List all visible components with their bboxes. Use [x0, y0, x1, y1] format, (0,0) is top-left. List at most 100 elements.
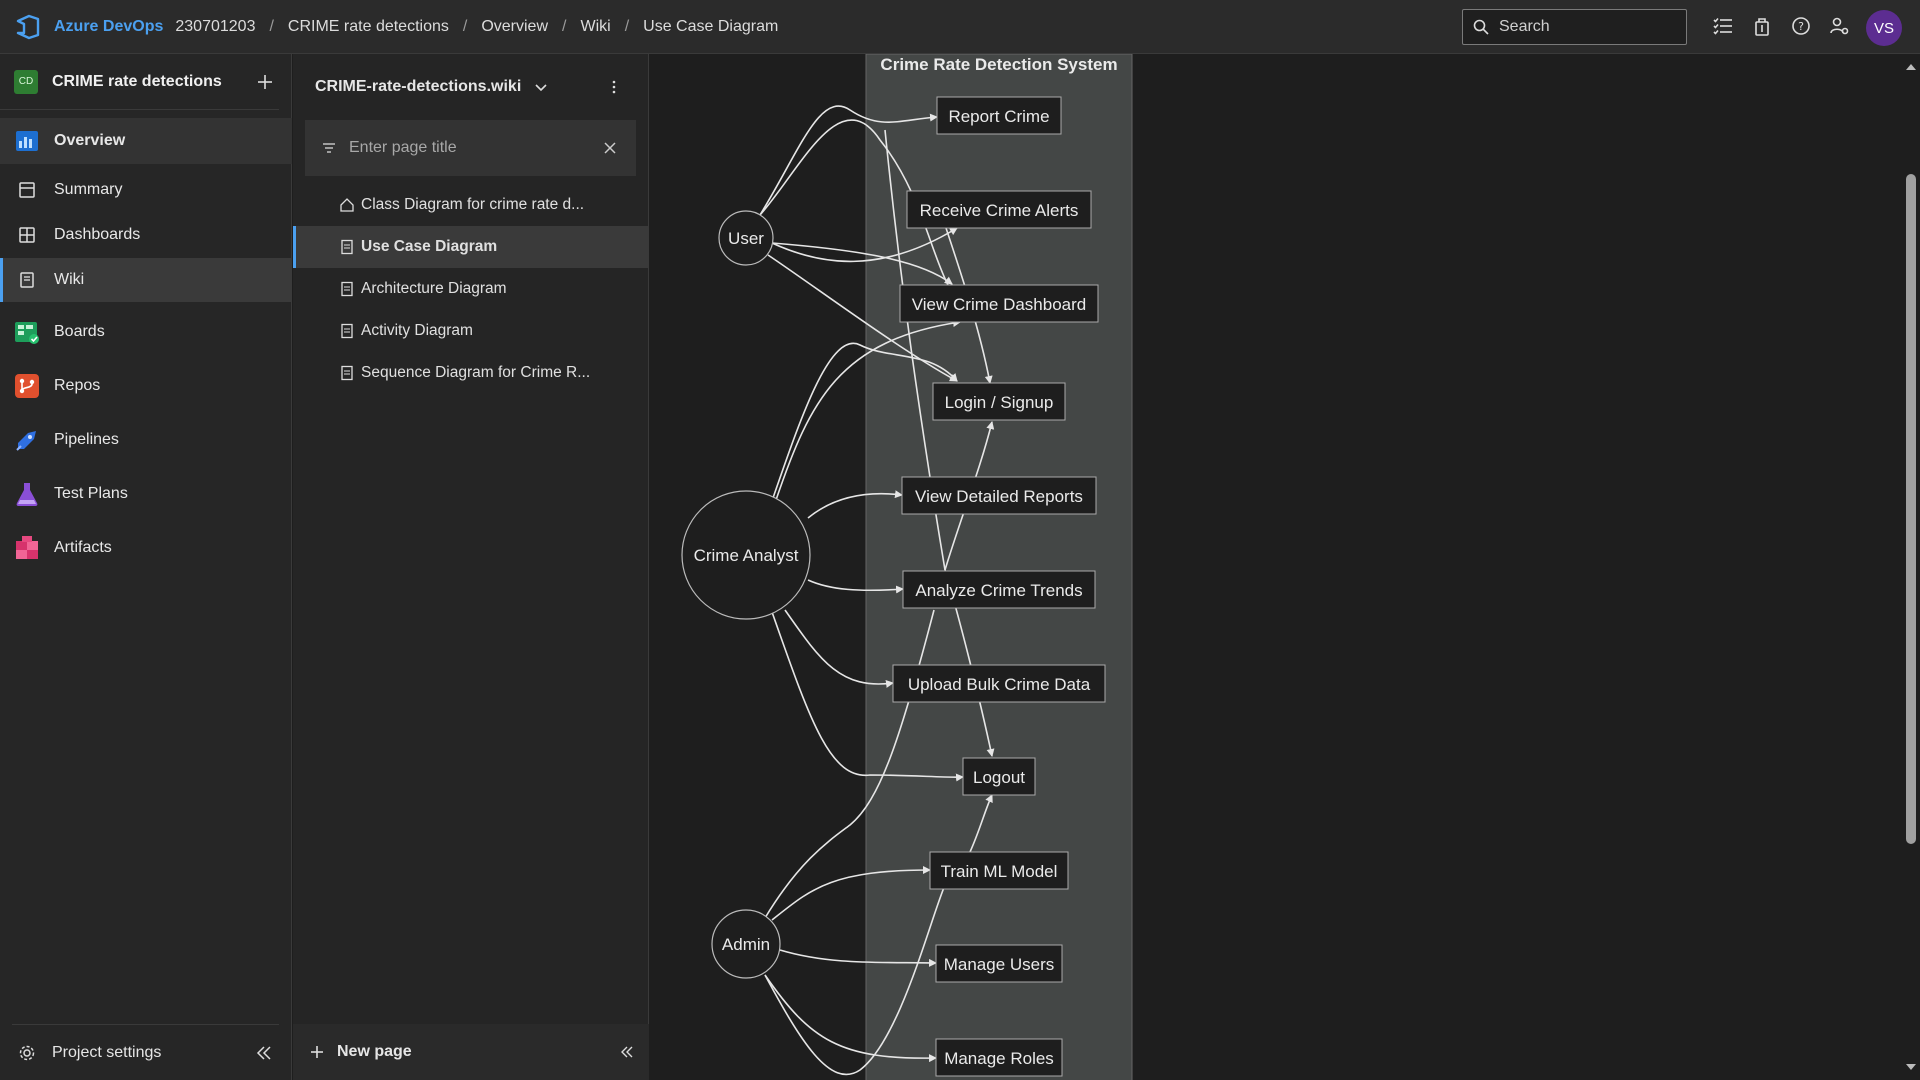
sidebar-item-overview[interactable]: Overview — [0, 118, 292, 164]
more-options-icon[interactable] — [606, 79, 622, 95]
plus-icon — [311, 1046, 323, 1058]
actor-user[interactable]: User — [718, 210, 774, 266]
sidebar-item-repos[interactable]: Repos — [0, 360, 292, 412]
connector — [764, 884, 946, 1076]
usecase-label: Analyze Crime Trends — [915, 581, 1082, 600]
scroll-down-arrow-icon[interactable] — [1902, 1060, 1920, 1074]
usecase-view-detailed-reports[interactable]: View Detailed Reports — [901, 476, 1097, 515]
usecase-upload-bulk-crime-data[interactable]: Upload Bulk Crime Data — [892, 664, 1106, 703]
sidebar-item-label: Dashboards — [54, 226, 141, 243]
project-settings-label: Project settings — [52, 1043, 162, 1061]
usecase-label: Receive Crime Alerts — [920, 201, 1079, 220]
sidebar-item-artifacts[interactable]: Artifacts — [0, 522, 292, 574]
usecase-receive-crime-alerts[interactable]: Receive Crime Alerts — [906, 190, 1092, 229]
close-icon[interactable] — [602, 140, 618, 156]
chevron-down-icon[interactable] — [533, 79, 549, 95]
wiki-tree-pane: CRIME-rate-detections.wiki Enter page ti… — [293, 54, 649, 1080]
wiki-page-label: Architecture Diagram — [361, 280, 507, 297]
usecase-label: Logout — [973, 768, 1025, 787]
breadcrumb-separator: / — [562, 17, 567, 35]
help-icon[interactable]: ? — [1790, 15, 1812, 37]
breadcrumb-current-page[interactable]: Use Case Diagram — [643, 17, 779, 35]
breadcrumb-overview[interactable]: Overview — [481, 17, 549, 35]
wiki-page-sequence-diagram[interactable]: Sequence Diagram for Crime R... — [293, 352, 649, 394]
sidebar-item-pipelines[interactable]: Pipelines — [0, 414, 292, 466]
breadcrumb-separator: / — [624, 17, 630, 35]
wiki-page-activity-diagram[interactable]: Activity Diagram — [293, 310, 649, 352]
project-header[interactable]: CD CRIME rate detections — [0, 54, 279, 110]
add-icon[interactable] — [255, 72, 275, 92]
sidebar-item-summary[interactable]: Summary — [0, 168, 292, 212]
page-filter-input[interactable]: Enter page title — [305, 120, 636, 176]
avatar[interactable]: VS — [1866, 10, 1902, 46]
page-icon — [341, 323, 353, 339]
connector — [771, 866, 931, 921]
usecase-analyze-crime-trends[interactable]: Analyze Crime Trends — [902, 570, 1096, 609]
home-icon — [340, 198, 354, 212]
wiki-selector[interactable]: CRIME-rate-detections.wiki — [293, 54, 648, 120]
usecase-label: View Detailed Reports — [915, 487, 1083, 506]
connector — [759, 105, 938, 216]
wiki-page-architecture-diagram[interactable]: Architecture Diagram — [293, 268, 649, 310]
boards-icon — [14, 319, 40, 345]
summary-icon — [14, 177, 40, 203]
usecase-label: View Crime Dashboard — [912, 295, 1086, 314]
project-badge: CD — [14, 69, 38, 94]
connector — [771, 611, 964, 782]
wiki-name[interactable]: CRIME-rate-detections.wiki — [315, 78, 522, 95]
wiki-page-class-diagram[interactable]: Class Diagram for crime rate d... — [293, 184, 649, 226]
wiki-page-use-case-diagram[interactable]: Use Case Diagram — [293, 226, 649, 268]
sidebar-item-test-plans[interactable]: Test Plans — [0, 468, 292, 520]
usecase-train-ml-model[interactable]: Train ML Model — [929, 851, 1069, 890]
search-input[interactable]: Search — [1462, 9, 1687, 45]
user-settings-icon[interactable] — [1828, 15, 1850, 37]
usecase-label: Login / Signup — [945, 393, 1054, 412]
sidebar-item-dashboards[interactable]: Dashboards — [0, 213, 292, 257]
usecase-view-crime-dashboard[interactable]: View Crime Dashboard — [899, 284, 1099, 323]
wiki-page-label: Use Case Diagram — [361, 238, 498, 255]
sidebar-item-wiki[interactable]: Wiki — [0, 258, 292, 302]
usecase-login-signup[interactable]: Login / Signup — [932, 382, 1066, 421]
connector — [764, 974, 937, 1063]
project-settings-button[interactable]: Project settings — [12, 1024, 279, 1080]
scroll-up-arrow-icon[interactable] — [1902, 60, 1920, 74]
actor-label: Crime Analyst — [694, 546, 799, 565]
content-scrollbar[interactable] — [1902, 54, 1920, 1080]
connector — [771, 242, 953, 285]
breadcrumb-project[interactable]: CRIME rate detections — [287, 17, 449, 35]
connector — [784, 609, 894, 688]
svg-text:?: ? — [1798, 20, 1804, 33]
project-name[interactable]: CRIME rate detections — [52, 72, 222, 90]
scrollbar-thumb[interactable] — [1906, 174, 1916, 844]
breadcrumb-org[interactable]: 230701203 — [175, 17, 256, 35]
sidebar-item-label: Wiki — [54, 271, 85, 288]
sidebar-item-boards[interactable]: Boards — [0, 306, 292, 358]
azure-devops-logo-icon[interactable] — [14, 13, 42, 41]
work-items-list-icon[interactable] — [1712, 15, 1734, 37]
usecase-manage-users[interactable]: Manage Users — [935, 944, 1063, 983]
usecase-logout[interactable]: Logout — [962, 757, 1036, 796]
gear-icon — [19, 1045, 35, 1060]
usecase-manage-roles[interactable]: Manage Roles — [935, 1038, 1063, 1077]
search-placeholder: Search — [1499, 18, 1550, 35]
collapse-sidebar-icon[interactable] — [255, 1044, 273, 1062]
connector — [807, 579, 904, 594]
collapse-pane-icon[interactable] — [619, 1044, 635, 1060]
wiki-page-label: Sequence Diagram for Crime R... — [361, 364, 591, 381]
wiki-page-label: Activity Diagram — [361, 322, 473, 339]
usecase-report-crime[interactable]: Report Crime — [936, 96, 1062, 135]
connector — [969, 794, 993, 853]
overview-icon — [14, 128, 40, 154]
actor-crime-analyst[interactable]: Crime Analyst — [681, 490, 811, 620]
connector — [771, 227, 958, 263]
connector — [772, 342, 958, 499]
brand-link[interactable]: Azure DevOps — [54, 17, 164, 35]
breadcrumb-wiki[interactable]: Wiki — [580, 17, 611, 35]
new-page-button[interactable]: New page — [293, 1024, 649, 1080]
marketplace-bag-icon[interactable] — [1751, 15, 1773, 37]
dashboards-icon — [14, 222, 40, 248]
sidebar-item-label: Repos — [54, 377, 101, 394]
use-case-diagram: Crime Rate Detection System — [681, 54, 1133, 1080]
connector — [767, 254, 958, 382]
actor-admin[interactable]: Admin — [711, 909, 781, 979]
